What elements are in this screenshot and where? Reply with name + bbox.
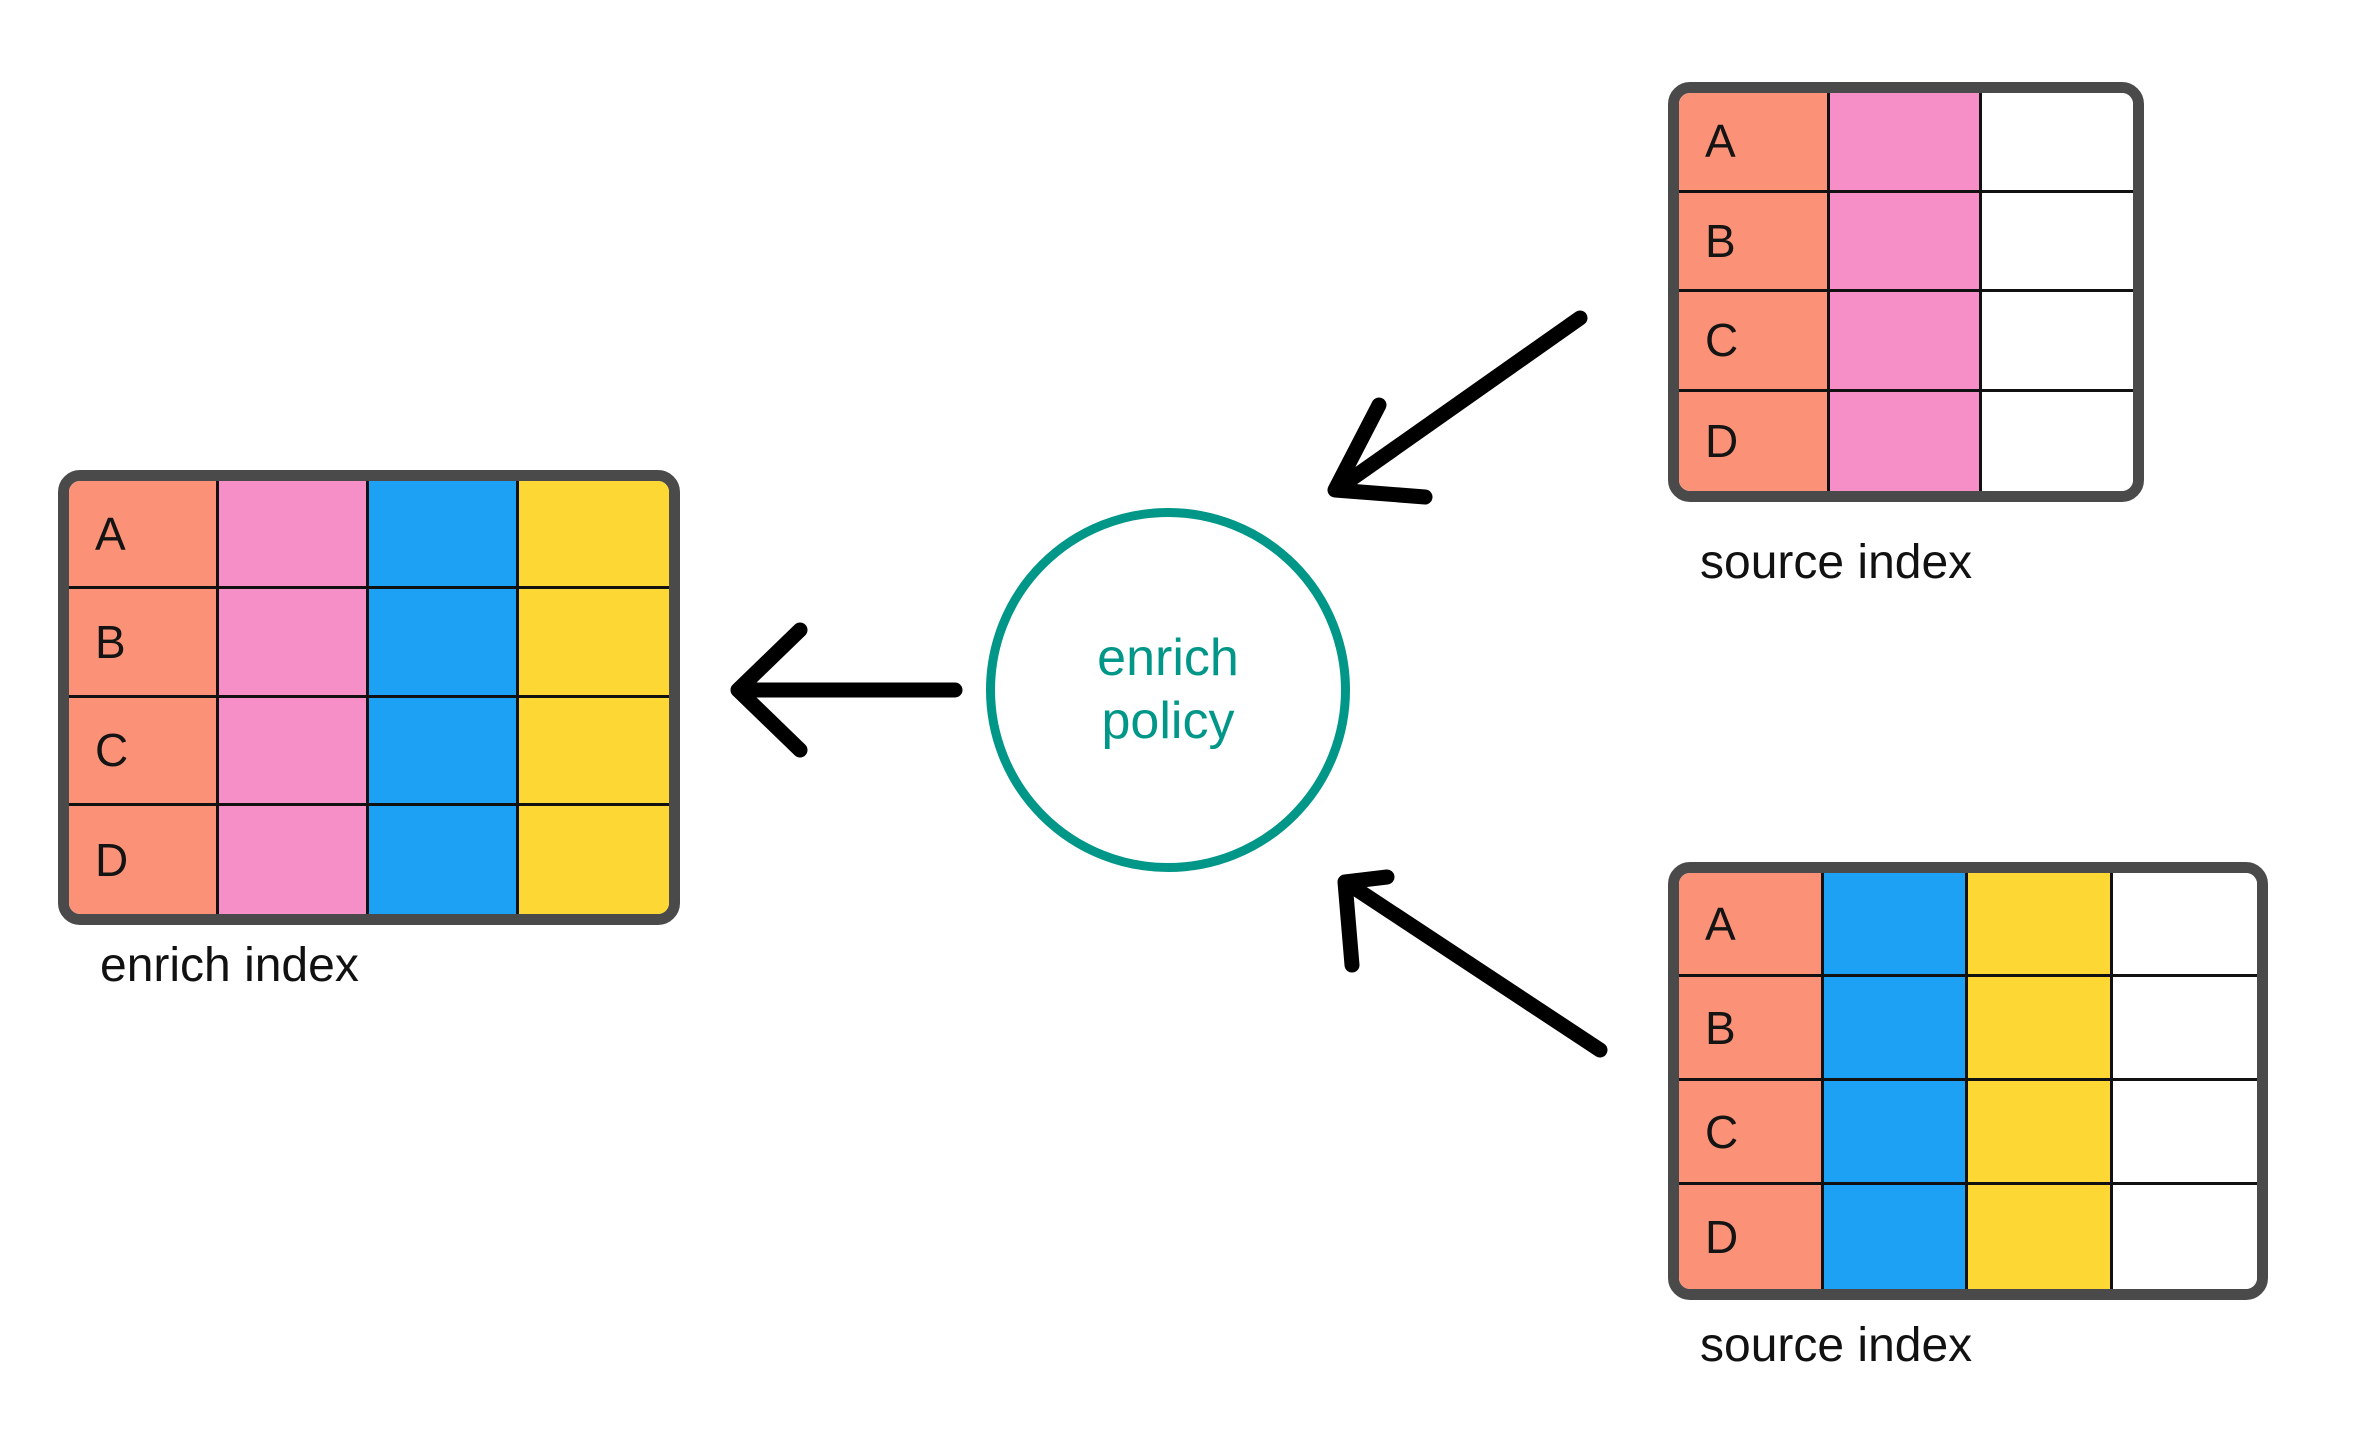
table-cell xyxy=(1968,1081,2113,1185)
table-cell xyxy=(1981,292,2133,392)
table-cell-key: C xyxy=(1679,292,1831,392)
enrich-index-table: A B C D xyxy=(58,470,680,925)
table-cell-key: D xyxy=(69,805,219,914)
table-cell xyxy=(369,805,519,914)
table-cell-key: A xyxy=(1679,93,1831,193)
table-cell xyxy=(1830,192,1982,292)
table-cell-key: D xyxy=(1679,391,1831,491)
table-cell xyxy=(2112,1185,2257,1289)
table-cell xyxy=(2112,873,2257,977)
table-cell xyxy=(1830,292,1982,392)
table-cell xyxy=(1981,93,2133,193)
table-cell-key: D xyxy=(1679,1185,1824,1289)
table-cell-key: B xyxy=(1679,192,1831,292)
table-cell xyxy=(1968,873,2113,977)
table-cell xyxy=(369,697,519,806)
source-index-bottom-caption: source index xyxy=(1700,1319,1973,1372)
arrow-policy-to-enrich-index xyxy=(730,622,963,758)
table-cell xyxy=(369,589,519,698)
table-cell xyxy=(1968,977,2113,1081)
table-cell xyxy=(519,589,669,698)
source-index-top-caption: source index xyxy=(1700,536,1973,589)
table-cell-key: A xyxy=(69,481,219,590)
table-cell xyxy=(1823,977,1968,1081)
table-cell xyxy=(1981,391,2133,491)
source-index-top-table: A B C D xyxy=(1668,82,2144,502)
enrich-index-caption: enrich index xyxy=(100,939,359,992)
table-cell xyxy=(1823,1185,1968,1289)
table-cell xyxy=(519,697,669,806)
source-index-bottom-table: A B C D xyxy=(1668,862,2268,1300)
table-cell xyxy=(2112,1081,2257,1185)
table-cell xyxy=(1981,192,2133,292)
table-cell xyxy=(219,697,369,806)
enrich-index-block: A B C D xyxy=(58,470,680,925)
table-cell-key: B xyxy=(69,589,219,698)
arrow-top-source-to-policy xyxy=(1327,310,1588,505)
table-cell-key: C xyxy=(69,697,219,806)
arrow-bottom-source-to-policy xyxy=(1337,869,1608,1058)
enrich-policy-label-line2: policy xyxy=(1101,692,1235,750)
table-cell-key: B xyxy=(1679,977,1824,1081)
source-index-top-block: A B C D xyxy=(1668,82,2144,502)
table-cell xyxy=(1830,391,1982,491)
table-cell xyxy=(219,589,369,698)
table-cell xyxy=(519,805,669,914)
table-cell xyxy=(219,481,369,590)
table-cell xyxy=(1823,1081,1968,1185)
table-cell xyxy=(2112,977,2257,1081)
table-cell xyxy=(219,805,369,914)
table-cell-key: C xyxy=(1679,1081,1824,1185)
table-cell-key: A xyxy=(1679,873,1824,977)
table-cell xyxy=(1830,93,1982,193)
table-cell xyxy=(369,481,519,590)
table-cell xyxy=(1968,1185,2113,1289)
enrich-policy-node[interactable]: enrich policy xyxy=(986,508,1350,872)
table-cell xyxy=(519,481,669,590)
enrich-policy-label-line1: enrich xyxy=(1097,628,1239,687)
table-cell xyxy=(1823,873,1968,977)
source-index-bottom-block: A B C D xyxy=(1668,862,2268,1300)
